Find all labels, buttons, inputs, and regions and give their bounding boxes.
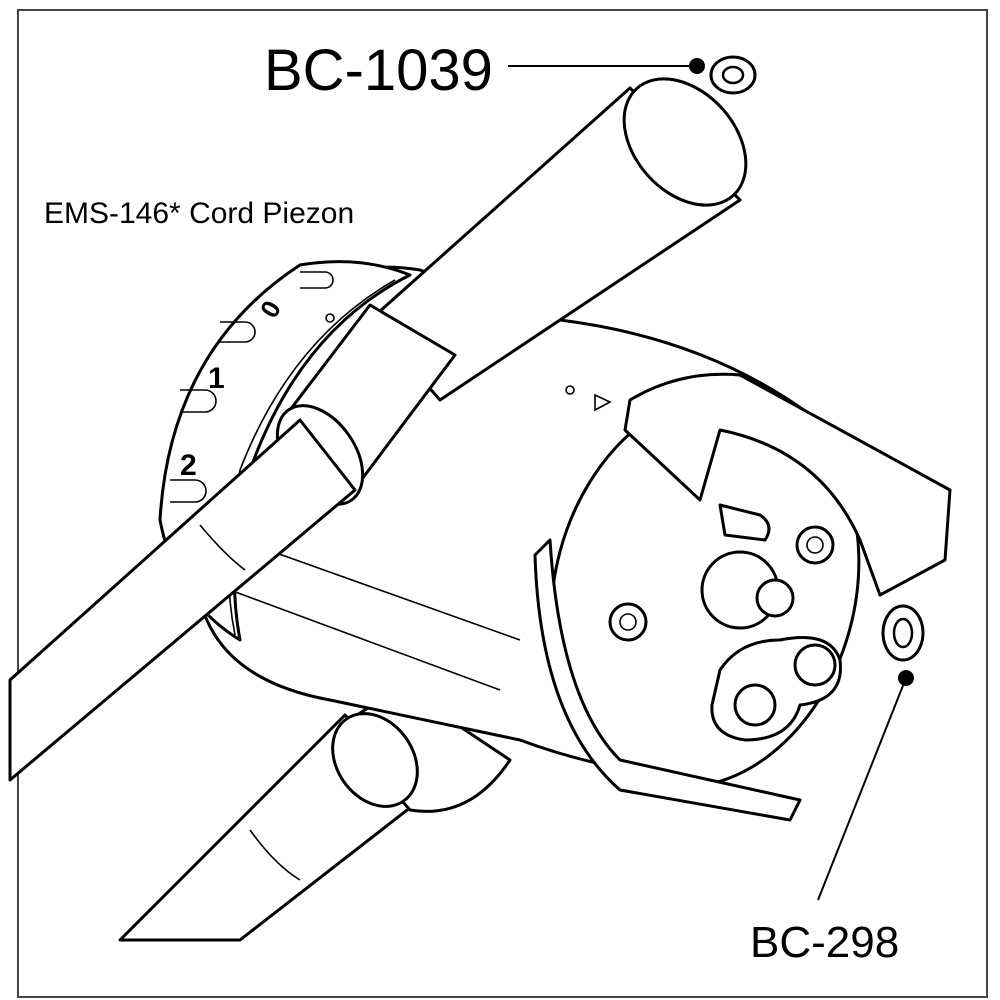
dial-grips xyxy=(170,271,334,503)
o-ring-bc-298 xyxy=(881,604,925,662)
label-cord: EMS-146* Cord Piezon xyxy=(44,197,354,230)
frame-border xyxy=(17,9,988,998)
upper-cord xyxy=(8,77,748,782)
label-bc-1039: BC-1039 xyxy=(264,38,493,103)
connector-face xyxy=(533,372,952,822)
dial-mark-2: 2 xyxy=(180,449,197,482)
lower-cord xyxy=(118,696,512,942)
dial-mark-1: 1 xyxy=(208,362,225,395)
callout-bc-1039 xyxy=(508,55,757,95)
label-bc-298: BC-298 xyxy=(750,918,899,967)
o-ring-bc-1039 xyxy=(709,55,757,95)
callout-bc-298 xyxy=(817,604,925,901)
